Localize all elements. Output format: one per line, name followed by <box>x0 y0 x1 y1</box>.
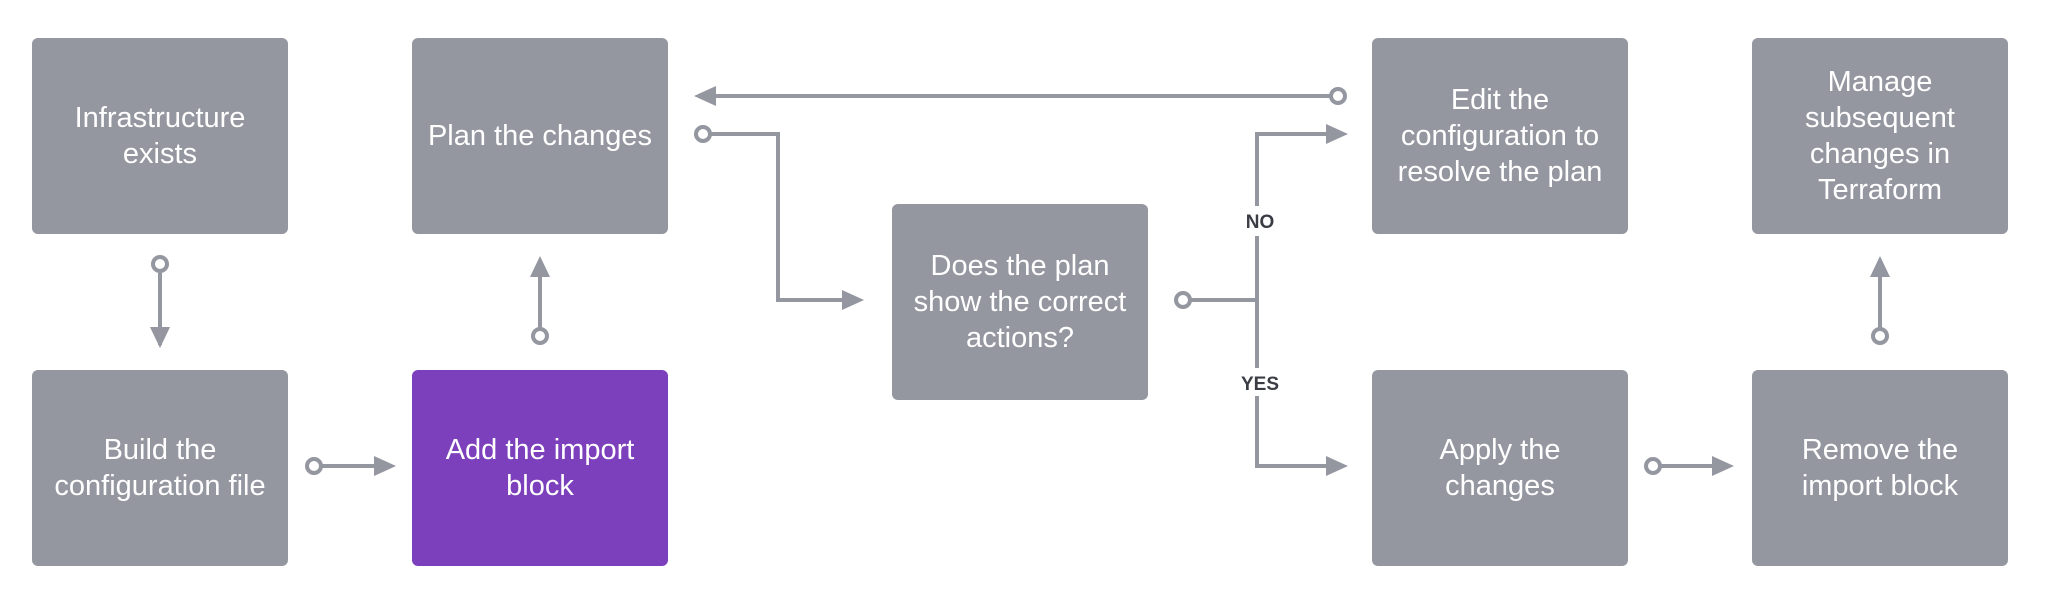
connector-start-dot <box>531 327 549 345</box>
node-label: Plan the changes <box>427 120 653 152</box>
arrowhead <box>150 327 170 348</box>
node-label: Apply the changes <box>1439 434 1561 502</box>
arrowhead <box>1712 456 1734 476</box>
node-add-import-block: Add the import block <box>412 370 668 566</box>
connector-start-dot <box>1329 87 1347 105</box>
node-plan-changes: Plan the changes <box>412 38 668 234</box>
arrow-yes-to-apply <box>1255 300 1330 468</box>
node-label: Edit the configuration to resolve the pl… <box>1397 84 1603 188</box>
branch-label-no: NO <box>1246 212 1275 233</box>
arrow-plan-to-decision <box>710 132 848 302</box>
arrowhead <box>842 290 864 310</box>
node-build-configuration: Build the configuration file <box>32 370 288 566</box>
node-edit-configuration: Edit the configuration to resolve the pl… <box>1372 38 1628 234</box>
node-label: Does the plan show the correct actions? <box>913 250 1127 354</box>
connector-start-dot <box>694 125 712 143</box>
node-manage-in-terraform: Manage subsequent changes in Terraform <box>1752 38 2008 234</box>
node-remove-import-block: Remove the import block <box>1752 370 2008 566</box>
connector-start-dot <box>1644 457 1662 475</box>
node-infrastructure-exists: Infrastructure exists <box>32 38 288 234</box>
arrowhead <box>1326 124 1348 144</box>
arrowhead <box>530 256 550 277</box>
node-label: Build the configuration file <box>54 434 266 502</box>
arrowhead <box>694 86 716 106</box>
node-apply-changes: Apply the changes <box>1372 370 1628 566</box>
connector-start-dot <box>1871 327 1889 345</box>
arrowhead <box>374 456 396 476</box>
node-decision-correct-actions: Does the plan show the correct actions? <box>892 204 1148 400</box>
node-label: Add the import block <box>445 434 635 502</box>
arrow-no-to-edit <box>1255 132 1330 300</box>
node-label: Remove the import block <box>1801 434 1959 502</box>
arrowhead <box>1326 456 1348 476</box>
node-label: Manage subsequent changes in Terraform <box>1805 66 1955 206</box>
branch-label-yes: YES <box>1241 374 1279 395</box>
node-label: Infrastructure exists <box>74 102 246 170</box>
arrowhead <box>1870 256 1890 277</box>
connector-start-dot <box>151 255 169 273</box>
connector-start-dot <box>305 457 323 475</box>
connector-start-dot <box>1174 291 1192 309</box>
